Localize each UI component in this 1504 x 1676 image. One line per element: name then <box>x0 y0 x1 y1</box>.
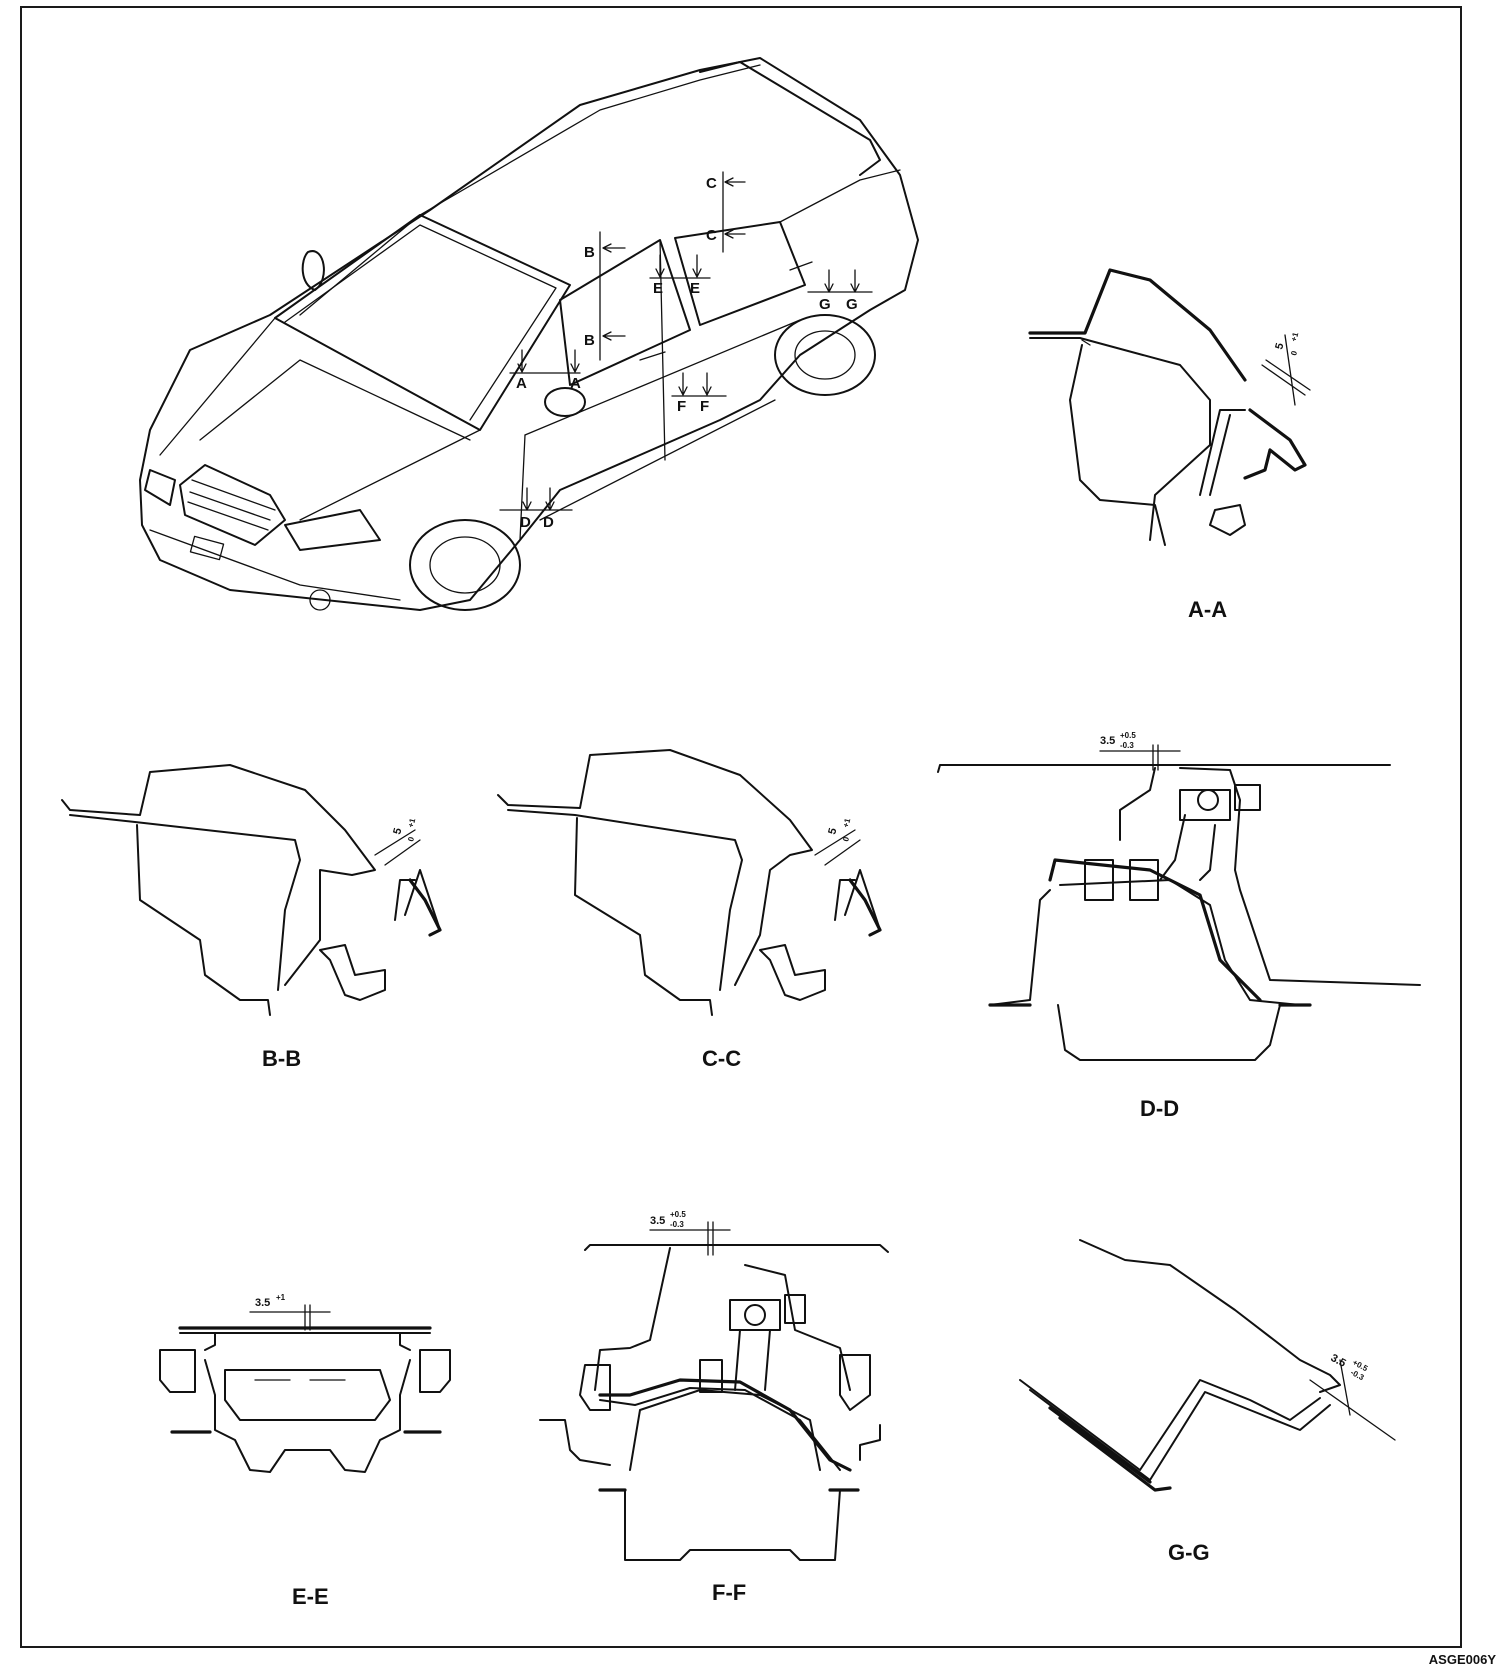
callout-c-bottom: C <box>706 227 717 244</box>
callout-g-right: G <box>846 296 858 313</box>
ff-dimension-tol-plus: +0.5 <box>670 1210 686 1219</box>
callout-d-right: D <box>543 514 554 531</box>
section-ee-drawing <box>159 1304 451 1473</box>
callout-d-left: D <box>520 514 531 531</box>
car-overview-illustration <box>139 57 919 611</box>
section-dd-title: D-D <box>1140 1096 1179 1121</box>
dd-dimension-tol-plus: +0.5 <box>1120 731 1136 740</box>
section-bb-drawing <box>61 764 442 1016</box>
ff-dimension: 3.5 <box>650 1215 665 1227</box>
section-cc-title: C-C <box>702 1046 741 1071</box>
aa-dimension: 5 <box>1273 342 1286 351</box>
cc-dimension-tol: +1 <box>841 817 852 829</box>
gg-dimension: 3.5 <box>1329 1352 1348 1370</box>
callout-f-left: F <box>677 398 686 415</box>
aa-dimension-tol-zero: 0 <box>1289 349 1299 356</box>
drawing-code: ASGE006Y <box>1428 1652 1496 1667</box>
section-bb-title: B-B <box>262 1046 301 1071</box>
cc-dimension: 5 <box>826 827 839 836</box>
ff-dimension-tol-minus: -0.3 <box>670 1220 684 1229</box>
aa-dimension-tol: +1 <box>1289 331 1300 343</box>
dd-dimension-tol-minus: -0.3 <box>1120 741 1134 750</box>
bb-dimension-tol: +1 <box>406 817 417 829</box>
section-cc-drawing <box>497 749 882 1016</box>
section-aa-drawing <box>1028 268 1311 546</box>
drawing-frame <box>20 6 1462 1648</box>
callout-b-top: B <box>584 244 595 261</box>
section-ff-drawing <box>539 1221 889 1561</box>
section-dd-drawing <box>937 744 1421 1061</box>
callout-a-right: A <box>570 375 581 392</box>
cc-dimension-tol-zero: 0 <box>841 835 851 842</box>
callout-f-right: F <box>700 398 709 415</box>
bb-dimension: 5 <box>391 827 404 836</box>
callout-b-bottom: B <box>584 332 595 349</box>
callout-e-right: E <box>690 280 700 297</box>
section-gg-title: G-G <box>1168 1540 1210 1565</box>
bb-dimension-tol-zero: 0 <box>406 835 416 842</box>
callout-e-left: E <box>653 280 663 297</box>
dd-dimension: 3.5 <box>1100 735 1115 747</box>
section-aa-title: A-A <box>1188 597 1227 622</box>
section-markers <box>499 171 873 511</box>
callout-g-left: G <box>819 296 831 313</box>
section-ff-title: F-F <box>712 1580 746 1605</box>
section-ee-title: E-E <box>292 1584 329 1609</box>
ee-dimension: 3.5 <box>255 1297 270 1309</box>
callout-c-top: C <box>706 175 717 192</box>
callout-a-left: A <box>516 375 527 392</box>
ee-dimension-tol-plus: +1 <box>276 1293 286 1302</box>
section-gg-drawing <box>1019 1239 1396 1492</box>
